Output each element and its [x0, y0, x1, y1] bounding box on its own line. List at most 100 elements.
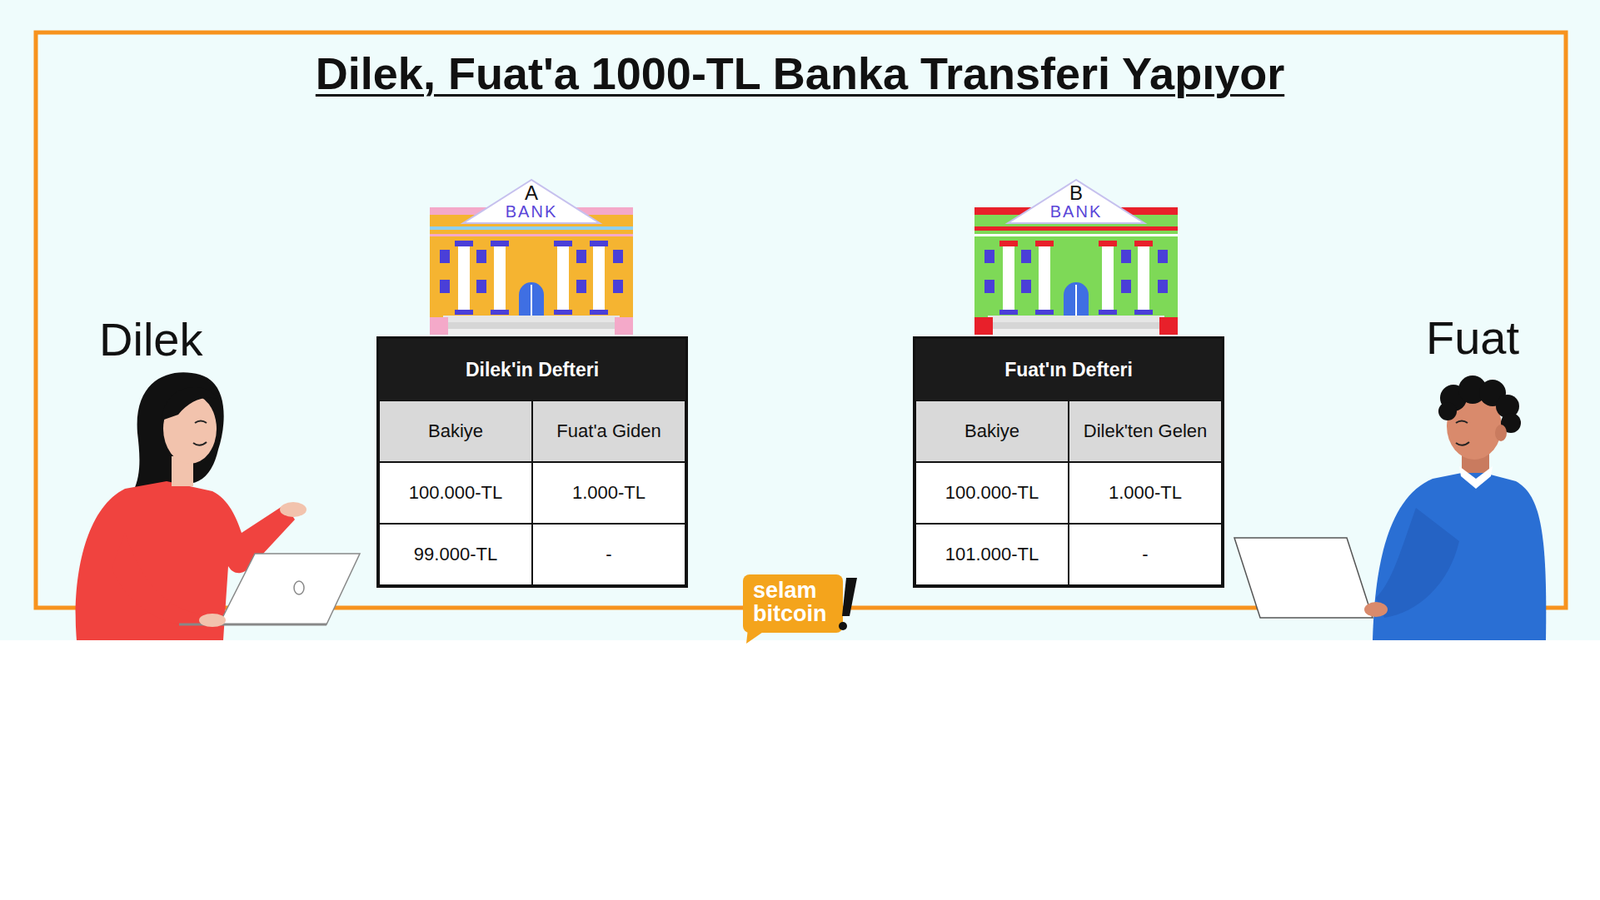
- column-base: [589, 309, 609, 315]
- cell-text: -: [605, 543, 612, 565]
- bank-step: [443, 315, 620, 323]
- bank-column: [458, 243, 470, 314]
- ledger-cell: 100.000-TL: [378, 462, 533, 524]
- mouth: [193, 442, 207, 446]
- cell-text: -: [1141, 543, 1148, 565]
- logo-bubble: [742, 574, 843, 634]
- bank-letter: B: [1069, 183, 1083, 204]
- bank-step: [982, 322, 1170, 329]
- person-figure: [1234, 375, 1546, 641]
- cell-text: 99.000-TL: [413, 543, 498, 565]
- bank-window: [613, 249, 624, 264]
- ledger-cell: 1.000-TL: [1068, 462, 1222, 524]
- bank-body: [429, 214, 634, 321]
- bank-column: [1101, 243, 1114, 314]
- bank-sign: BANK: [505, 203, 558, 220]
- bank-step: [979, 328, 1173, 335]
- bank-step: [438, 322, 625, 329]
- cell-text: Bakiye: [964, 420, 1020, 442]
- bank-door-line: [1075, 284, 1077, 317]
- bank-door-line: [530, 284, 533, 317]
- ledger-table: Fuat'ın DefteriBakiye Dilek'ten Gelen 100.…: [912, 336, 1225, 589]
- bank-window: [1121, 249, 1132, 264]
- ledger-cell: Bakiye: [915, 400, 1069, 463]
- sleeve: [1375, 508, 1460, 619]
- cell-text: 101.000-TL: [945, 543, 1040, 565]
- hair: [161, 387, 220, 421]
- bank-window: [439, 279, 450, 294]
- bank-window: [476, 279, 487, 294]
- bank-corner: [429, 317, 449, 335]
- bank-window: [576, 279, 587, 294]
- column-base: [553, 309, 573, 315]
- bank-column: [557, 243, 569, 314]
- cell-text: Dilek'ten Gelen: [1083, 420, 1208, 442]
- cell-text: Bakiye: [428, 420, 484, 442]
- column-base: [1098, 309, 1117, 315]
- logo-text: bitcoin: [752, 603, 828, 626]
- table-header: Fuat'ın Defteri: [915, 338, 1222, 401]
- laptop: [1234, 538, 1373, 619]
- ledger-cell: 99.000-TL: [378, 523, 533, 586]
- bank-window: [476, 249, 487, 264]
- bank-window: [1121, 279, 1132, 294]
- ledger-cell: 1.000-TL: [532, 462, 686, 524]
- column-base: [1035, 309, 1054, 315]
- table-header: Dilek'in Defteri: [378, 338, 686, 401]
- logo-exclamation: [842, 578, 858, 617]
- column-cap: [553, 240, 573, 247]
- bank-sign: BANK: [1050, 203, 1102, 220]
- bank-window: [1021, 249, 1032, 264]
- bank-stripe: [974, 234, 1178, 237]
- bank-stripe: [429, 226, 634, 230]
- bank-pediment: [1007, 179, 1145, 224]
- logo-exclamation-dot: [838, 622, 848, 631]
- column-cap: [589, 240, 609, 247]
- ledger-cell: Bakiye: [378, 400, 533, 463]
- ledger-cell: 101.000-TL: [915, 523, 1069, 586]
- bank-window: [439, 249, 450, 264]
- logo-tail: [746, 628, 768, 644]
- hand: [279, 502, 307, 518]
- cell-text: Fuat'a Giden: [556, 420, 661, 442]
- laptop: [219, 553, 360, 625]
- bank-corner: [1159, 317, 1178, 335]
- column-cap: [454, 240, 474, 247]
- bank-window: [1157, 279, 1168, 294]
- column-cap: [1134, 240, 1153, 247]
- sleeve: [111, 533, 206, 627]
- logo: [742, 574, 858, 644]
- bank-window: [984, 249, 995, 264]
- bank-step: [987, 315, 1165, 323]
- bank-corner: [614, 317, 634, 335]
- bank-door: [1063, 282, 1089, 317]
- column-cap: [999, 240, 1018, 247]
- cell-text: 100.000-TL: [945, 482, 1040, 504]
- logo-text: selam: [752, 579, 818, 603]
- diagram-title: Dilek, Fuat'a 1000-TL Banka Transferi Ya…: [315, 46, 1285, 101]
- bank-letter: A: [524, 183, 539, 204]
- column-cap: [1035, 240, 1054, 247]
- person-figure: [75, 372, 360, 641]
- bank-column: [1038, 243, 1051, 314]
- bank-pediment: [463, 179, 600, 224]
- ledger-table: Dilek'in DefteriBakiye Fuat'a Giden 100.00…: [376, 336, 688, 589]
- hand: [199, 613, 226, 628]
- hair: [1438, 402, 1457, 421]
- eye: [194, 421, 207, 424]
- eye: [1455, 421, 1468, 424]
- laptop-logo: [294, 581, 305, 595]
- cell-text: 100.000-TL: [408, 482, 504, 504]
- bank-step: [434, 328, 629, 335]
- person-name: Dilek: [99, 316, 203, 364]
- bank-window: [613, 279, 624, 294]
- ledger-cell: 100.000-TL: [915, 462, 1069, 524]
- bank-corner: [974, 317, 993, 335]
- cell-text: 1.000-TL: [572, 482, 646, 504]
- sweater: [1372, 470, 1546, 641]
- bank-stripe: [429, 234, 634, 237]
- bank-stripe: [974, 226, 1178, 231]
- bank-window: [984, 279, 995, 294]
